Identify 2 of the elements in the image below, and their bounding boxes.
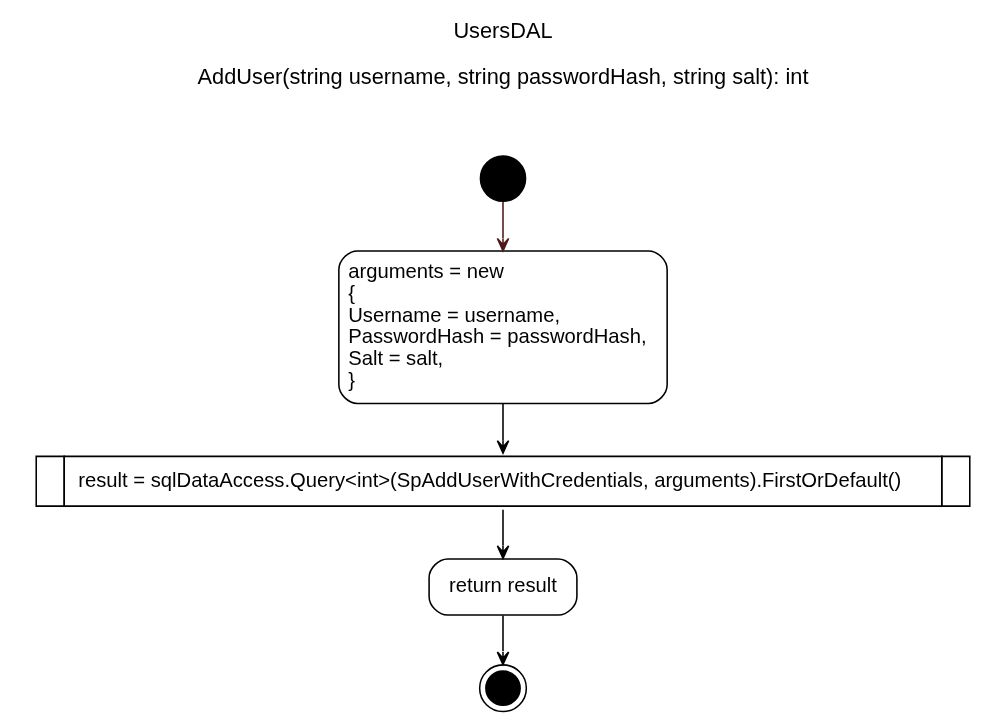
label: AddUser(string username, string passwordHash, string salt): int	[197, 64, 809, 90]
diagram-title: UsersDAL	[453, 18, 553, 44]
